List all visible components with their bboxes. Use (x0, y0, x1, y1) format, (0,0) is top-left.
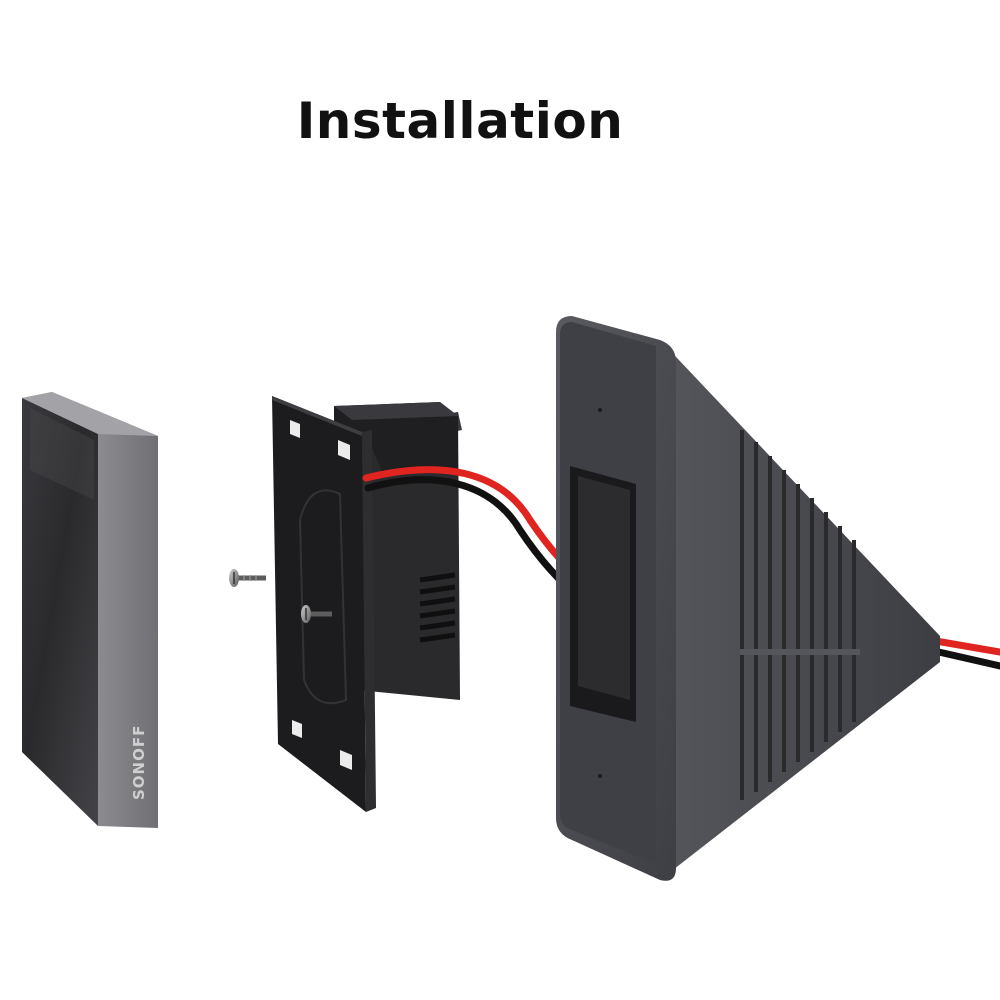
wall-box-vents (740, 430, 856, 800)
touch-panel-side (98, 432, 158, 828)
screw-icon (301, 605, 332, 623)
wire-black-exit (926, 646, 1000, 670)
wall-box (556, 316, 940, 881)
wire-red-exit (926, 636, 1000, 656)
touch-panel-top (22, 392, 158, 436)
module-clamp (334, 402, 458, 476)
touch-panel: SONOFF (22, 392, 158, 828)
plate-circle (298, 489, 348, 705)
module-vents (419, 572, 456, 643)
mounting-plate (272, 396, 366, 812)
touch-panel-screen (22, 398, 98, 826)
screw-icon (229, 569, 266, 587)
page-title: Installation (296, 92, 624, 150)
switch-module (272, 396, 462, 812)
brand-logo: SONOFF (130, 725, 148, 800)
